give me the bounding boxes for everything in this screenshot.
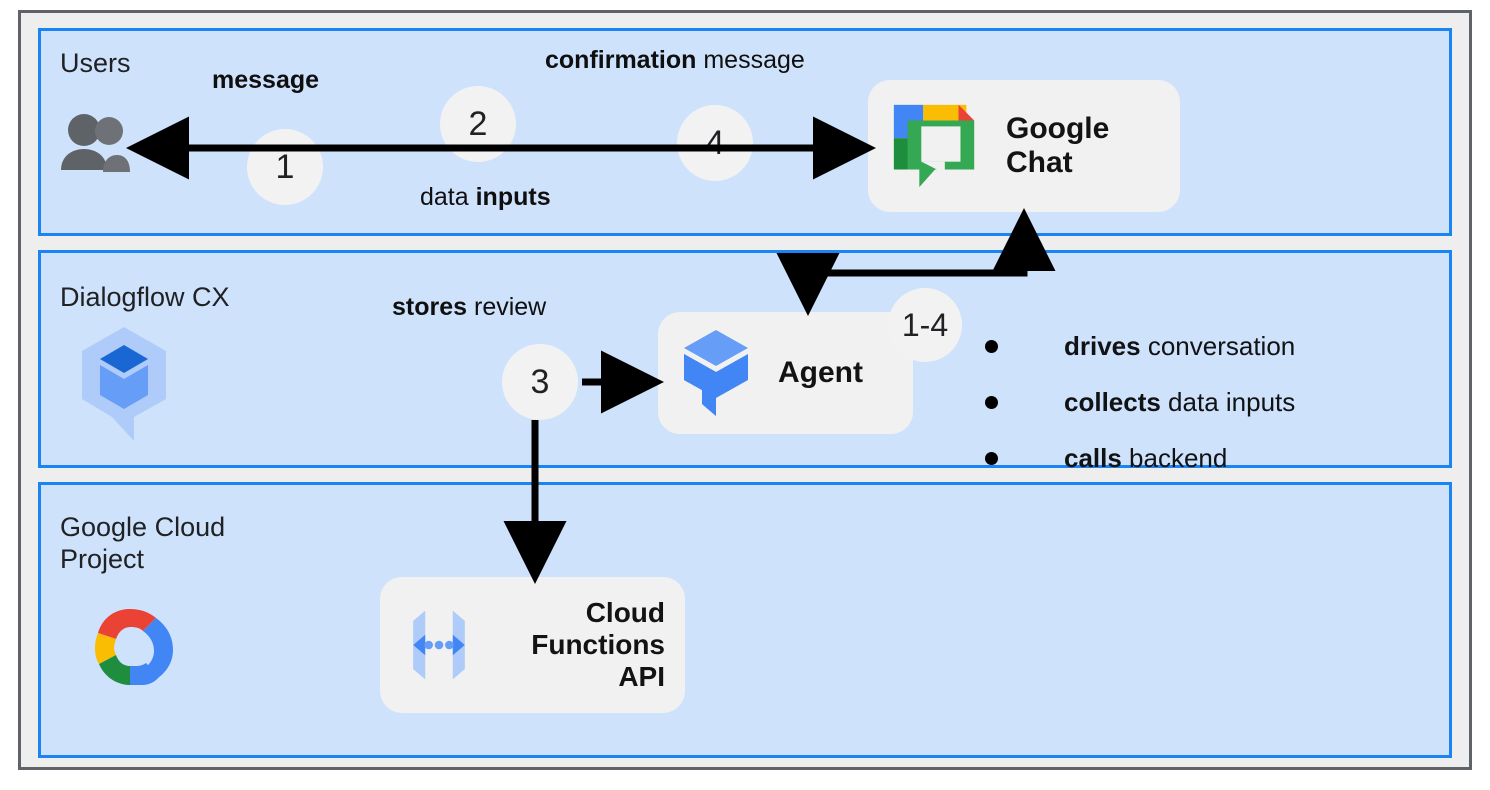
dialogflow-cx-icon (82, 327, 166, 441)
panel-users-title: Users (60, 48, 131, 78)
step-3: 3 (502, 344, 578, 420)
bullet-icon (985, 451, 998, 465)
users-icon (61, 114, 130, 172)
cloud-functions-icon (413, 610, 465, 680)
list-item: drives conversation (985, 325, 1295, 367)
card-google-chat-label: Google Chat (1006, 111, 1110, 179)
panel-google-cloud-project (38, 482, 1452, 758)
dialogflow-agent-icon (684, 330, 748, 416)
panel-dialogflow-cx-title: Dialogflow CX (60, 282, 230, 312)
label-confirmation-rest: message (696, 46, 805, 74)
card-cloud-functions-label: Cloud Functions API (531, 597, 665, 692)
agent-note-0: drives conversation (1064, 330, 1296, 361)
arrow-chat-to-agent (776, 240, 1028, 316)
agent-note-1: collects data inputs (1064, 386, 1296, 417)
panel-google-cloud-project-title: Google Cloud Project (60, 512, 226, 574)
label-review-rest: review (467, 293, 547, 321)
step-range-1-4: 1-4 (888, 288, 962, 362)
label-stores-bold: stores (392, 293, 468, 321)
google-chat-icon (893, 104, 975, 188)
label-data-inputs: data inputs (420, 183, 551, 212)
arrow-agent-to-chat (804, 208, 1056, 300)
label-message: message (212, 66, 320, 94)
label-confirmation-message: confirmation message (545, 46, 805, 75)
agent-capabilities-list: drives conversation collects data inputs… (985, 325, 1295, 493)
bullet-icon (985, 339, 998, 353)
label-data: data (420, 183, 476, 211)
google-cloud-icon (95, 609, 173, 685)
step-1: 1 (247, 129, 323, 205)
list-item: calls backend (985, 437, 1295, 479)
bullet-icon (985, 395, 998, 409)
list-item: collects data inputs (985, 381, 1295, 423)
agent-note-2: calls backend (1064, 442, 1228, 473)
card-google-chat[interactable]: Google Chat (868, 80, 1180, 212)
card-agent[interactable]: Agent (658, 312, 913, 434)
step-4: 4 (677, 105, 753, 181)
card-cloud-functions-api[interactable]: Cloud Functions API (380, 577, 685, 713)
label-stores-review: stores review (392, 293, 546, 322)
card-agent-label: Agent (778, 355, 863, 389)
label-inputs-bold: inputs (475, 183, 551, 211)
label-confirmation-bold: confirmation (545, 46, 697, 74)
